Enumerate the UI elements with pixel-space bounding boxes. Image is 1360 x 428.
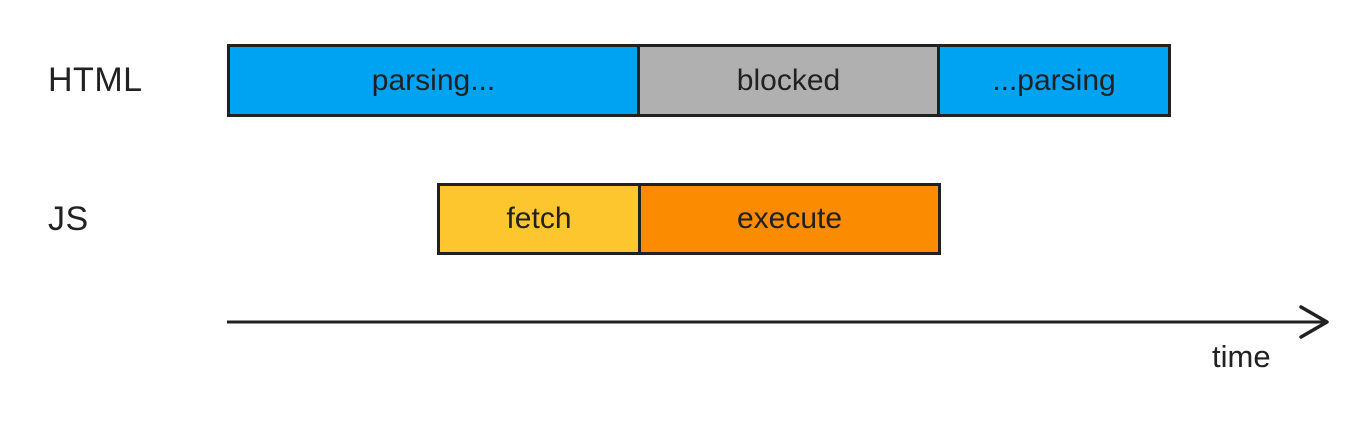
js-script-track: fetch execute [437, 183, 941, 255]
segment-parsing-start: parsing... [227, 44, 640, 117]
segment-execute: execute [638, 183, 941, 255]
time-axis-label: time [1212, 339, 1271, 374]
row-label-html: HTML [48, 61, 143, 99]
segment-fetch: fetch [437, 183, 641, 255]
segment-blocked: blocked [637, 44, 940, 117]
html-parsing-track: parsing... blocked ...parsing [227, 44, 1171, 117]
row-label-js: JS [48, 199, 89, 238]
segment-parsing-resume: ...parsing [937, 44, 1171, 117]
